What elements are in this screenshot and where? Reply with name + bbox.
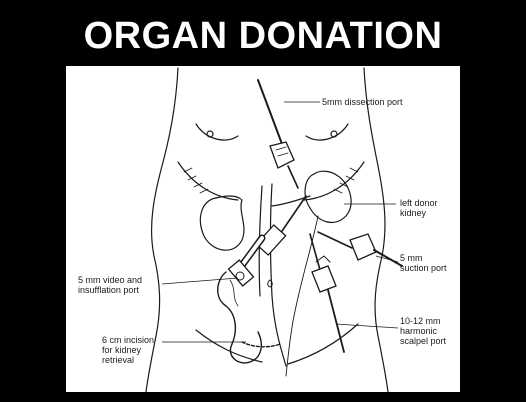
left-rib-cage [178,162,238,200]
label-donor-kidney: left donor kidney [400,198,438,218]
label-video-port: 5 mm video and insufflation port [78,275,142,295]
harmonic-port-instrument [310,234,344,352]
label-dissection-port: 5mm dissection port [322,97,403,107]
label-harmonic-port: 10-12 mm harmonic scalpel port [400,316,446,346]
dissection-port-instrument [258,80,298,188]
leader-video [162,278,238,284]
aorta [271,184,287,366]
suction-port-instrument [318,232,402,266]
torso-right-outline [364,68,388,392]
right-rib-cage [304,162,364,200]
right-breast [306,124,348,140]
left-breast [196,124,238,140]
label-incision: 6 cm incision for kidney retrieval [102,335,154,365]
label-suction-port: 5 mm suction port [400,253,447,273]
left-donor-kidney [305,171,351,222]
leader-harmonic [336,324,398,328]
video-port-instrument [229,196,306,286]
colon [218,272,262,363]
slide-title: ORGAN DONATION [0,14,526,58]
right-kidney [200,196,244,250]
laparoscopic-nephrectomy-illustration: 5mm dissection port left donor kidney 5 … [66,66,460,392]
ureter [286,216,318,376]
right-groin [288,324,358,364]
